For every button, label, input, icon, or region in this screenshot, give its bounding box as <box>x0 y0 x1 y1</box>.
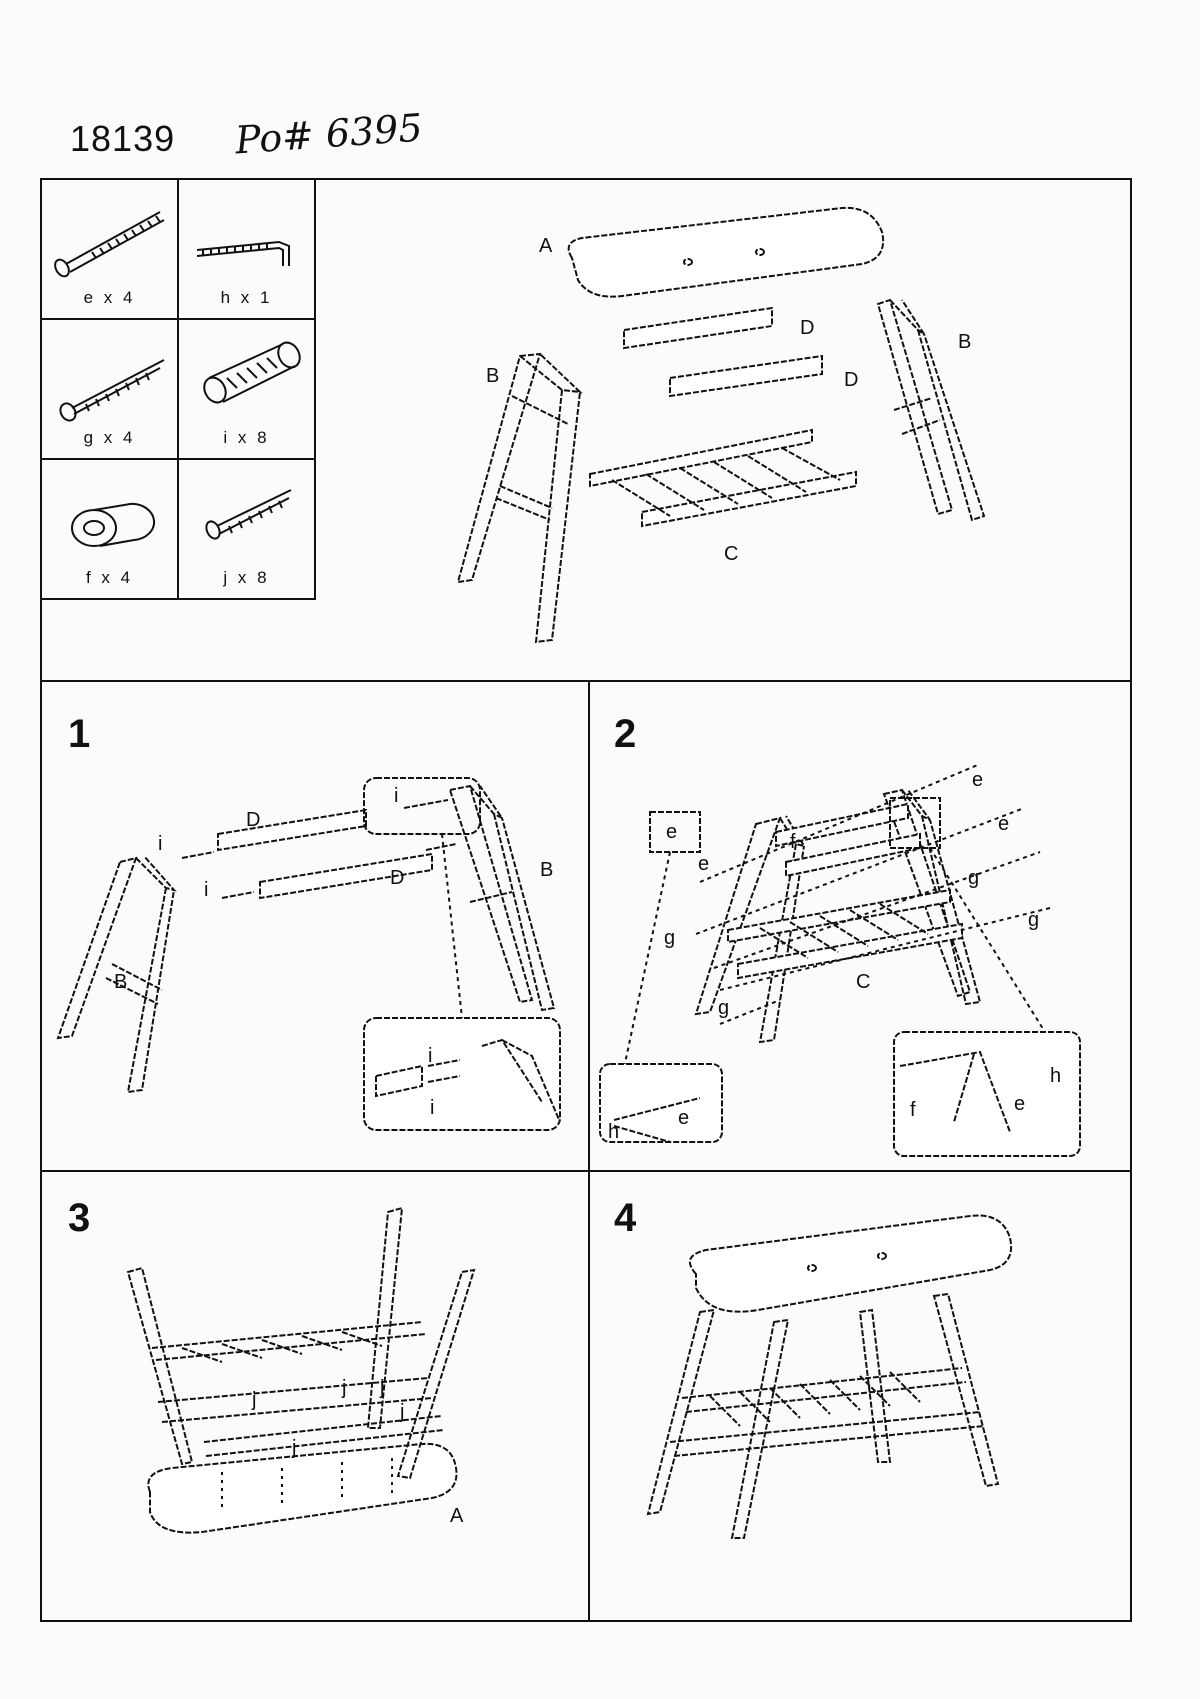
label-f: f <box>910 1099 916 1121</box>
hole <box>683 258 693 266</box>
label-i: i <box>428 1045 432 1067</box>
rail-d-top <box>623 306 773 350</box>
label-j: j <box>251 1389 256 1411</box>
hardware-caption: i x 8 <box>223 428 270 447</box>
label-g: g <box>1028 909 1039 931</box>
rail-d-bottom <box>669 354 823 398</box>
step-3-panel: 3 A j j j j j <box>42 1172 590 1620</box>
hardware-item-i: i x 8 <box>179 320 316 460</box>
parts-overview-panel: e x 4 h x 1 <box>42 180 1130 682</box>
hardware-caption: g x 4 <box>83 428 136 447</box>
step-number: 1 <box>68 712 91 756</box>
hardware-caption: h x 1 <box>220 288 273 307</box>
shelf-c <box>727 888 963 980</box>
hardware-caption: f x 4 <box>85 568 134 587</box>
label-e: e <box>998 813 1009 835</box>
exploded-view-diagram: A D D B B C <box>456 206 986 644</box>
label-c: C <box>856 971 870 993</box>
label-g: g <box>664 927 675 949</box>
hardware-caption: j x 8 <box>223 568 270 587</box>
product-code: 18139 <box>70 118 176 159</box>
bolt-icon <box>54 211 165 278</box>
label-g: g <box>968 867 979 889</box>
tabletop-a <box>688 1214 1012 1313</box>
step-1-panel: 1 D D B B i i i i i <box>42 682 590 1172</box>
label-j: j <box>291 1437 296 1459</box>
hardware-item-g: g x 4 <box>42 320 179 460</box>
label-b: B <box>540 859 553 881</box>
po-number-handwritten: Po# 6395 <box>233 105 424 163</box>
label-j: j <box>399 1401 404 1423</box>
screw-icon <box>59 359 165 422</box>
allen-key-icon <box>196 240 290 266</box>
label-f: f <box>790 831 796 853</box>
wood-screw-icon <box>205 489 292 540</box>
hardware-item-h: h x 1 <box>179 180 316 320</box>
label-b: B <box>486 365 499 387</box>
frame-b-right <box>876 298 986 522</box>
frame-b-left <box>56 855 177 1094</box>
label-e: e <box>1014 1093 1025 1115</box>
barrel-nut-icon <box>71 502 156 547</box>
step-number: 2 <box>614 712 637 756</box>
hardware-item-e: e x 4 <box>42 180 179 320</box>
step-4-panel: 4 <box>590 1172 1130 1620</box>
rail-d <box>217 808 367 852</box>
step-1-diagram: D D B B i i i i i <box>56 777 561 1131</box>
label-b: B <box>958 331 971 353</box>
label-d: D <box>390 867 404 889</box>
label-e: e <box>666 821 677 843</box>
label-j: j <box>379 1377 384 1399</box>
label-a: A <box>450 1505 464 1527</box>
rail-d <box>259 852 433 900</box>
label-j: j <box>341 1377 346 1399</box>
label-i: i <box>204 879 208 901</box>
label-h: h <box>1050 1065 1061 1087</box>
label-d: D <box>800 317 814 339</box>
dowel-icon <box>203 341 301 404</box>
label-c: C <box>724 543 738 565</box>
hardware-list: e x 4 h x 1 <box>42 180 318 600</box>
tabletop-a <box>147 1442 458 1534</box>
tabletop-a <box>567 206 884 298</box>
frame-b-left <box>456 352 583 644</box>
step-number: 4 <box>614 1196 637 1240</box>
label-g: g <box>718 997 729 1019</box>
step-2-diagram: e e e e f g g g g C e h h e f <box>599 763 1081 1157</box>
shelf-c <box>589 428 813 488</box>
instruction-sheet: e x 4 h x 1 <box>40 178 1132 1622</box>
label-e: e <box>678 1107 689 1129</box>
step-4-diagram <box>646 1214 1012 1539</box>
step-3-diagram: A j j j j j <box>126 1206 476 1534</box>
label-b: B <box>114 971 127 993</box>
label-i: i <box>158 833 162 855</box>
step-number: 3 <box>68 1196 91 1240</box>
hardware-item-f: f x 4 <box>42 460 179 600</box>
label-d: D <box>246 809 260 831</box>
label-i: i <box>430 1097 434 1119</box>
label-e: e <box>698 853 709 875</box>
hardware-item-j: j x 8 <box>179 460 316 600</box>
step-2-panel: 2 e e e e <box>590 682 1130 1172</box>
label-a: A <box>539 235 553 257</box>
frame-b-right <box>448 784 556 1012</box>
hardware-caption: e x 4 <box>83 288 136 307</box>
label-h: h <box>608 1121 619 1143</box>
label-e: e <box>972 769 983 791</box>
label-d: D <box>844 369 858 391</box>
label-i: i <box>394 785 398 807</box>
hole <box>755 248 765 256</box>
